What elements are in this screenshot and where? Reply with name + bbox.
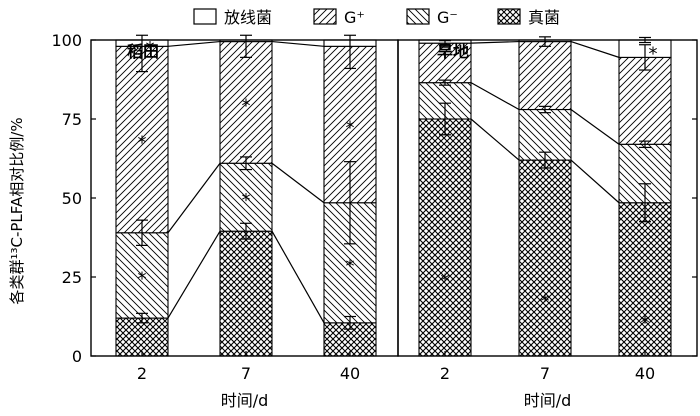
- bar-segment-g-pos-1-1: [518, 41, 572, 111]
- connector-fungi-0-0: [167, 230, 221, 319]
- bar-segment-fungi-1-0: [418, 118, 472, 357]
- legend-swatch-0: [193, 8, 217, 25]
- bar-segment-g-neg-0-1: [219, 162, 273, 232]
- x-tick-label-1-2: 40: [635, 364, 655, 383]
- connector-g-pos-0-0: [167, 40, 221, 47]
- y-tick-label-2: 50: [62, 189, 82, 208]
- panel-title-0: 稻田: [127, 42, 159, 61]
- y-axis-ticks: 0 25 50 75 100: [51, 31, 697, 366]
- x-tick-label-0-1: 7: [241, 364, 251, 383]
- y-axis-label: 各类群¹³C-PLFA相对比例/%: [8, 117, 26, 304]
- y-tick-label-0: 0: [72, 347, 82, 366]
- asterisk-g-pos-0-2: *: [346, 118, 355, 139]
- x-tick-label-1-1: 7: [540, 364, 550, 383]
- bar-segment-fungi-0-1: [219, 230, 273, 357]
- x-tick-label-0-0: 2: [137, 364, 147, 383]
- asterisk-actino-0-0: *: [146, 38, 155, 59]
- connector-g-pos-0-1: [271, 40, 325, 47]
- connector-fungi-1-1: [570, 159, 620, 204]
- x-tick-label-0-2: 40: [340, 364, 360, 383]
- connector-g-neg-1-0: [470, 82, 520, 111]
- panel-1: * * * * 旱地 2 7 40 时间/d: [397, 36, 698, 410]
- bar-segment-fungi-1-1: [518, 159, 572, 357]
- bar-segment-g-pos-0-1: [219, 41, 273, 164]
- y-tick-label-3: 75: [62, 110, 82, 129]
- bar-segment-g-pos-1-2: [618, 56, 672, 145]
- bar-segment-fungi-0-0: [115, 317, 169, 357]
- legend-swatch-2: [406, 8, 430, 25]
- asterisk-actino-1-2: *: [649, 44, 658, 65]
- asterisk-g-pos-0-0: *: [138, 133, 147, 154]
- connector-g-neg-0-1: [271, 162, 325, 204]
- panel-title-1: 旱地: [437, 42, 469, 61]
- y-tick-label-4: 100: [51, 31, 82, 50]
- legend-label-0: 放线菌: [224, 8, 272, 27]
- asterisk-fungi-1-2: *: [641, 312, 650, 333]
- asterisk-g-neg-0-2: *: [346, 256, 355, 277]
- asterisk-fungi-1-1: *: [541, 291, 550, 312]
- connector-g-neg-0-0: [167, 162, 221, 234]
- asterisk-g-neg-0-0: *: [138, 268, 147, 289]
- connector-g-neg-1-1: [570, 109, 620, 145]
- connector-g-pos-1-1: [570, 41, 620, 58]
- legend-swatch-3: [497, 8, 521, 25]
- bar-segment-g-neg-0-0: [115, 232, 169, 319]
- connector-fungi-1-0: [470, 118, 520, 161]
- connector-g-pos-1-0: [470, 40, 520, 44]
- x-tick-label-1-0: 2: [440, 364, 450, 383]
- asterisk-g-pos-0-1: *: [242, 95, 251, 116]
- x-axis-label-0: 时间/d: [221, 391, 269, 410]
- asterisk-g-neg-0-1: *: [242, 190, 251, 211]
- panel-frame-1: [397, 39, 698, 357]
- y-tick-label-1: 25: [62, 268, 82, 287]
- legend-label-1: G⁺: [344, 8, 365, 27]
- connector-fungi-0-1: [271, 230, 325, 324]
- x-axis-label-1: 时间/d: [524, 391, 572, 410]
- asterisk-fungi-1-0: *: [441, 271, 450, 292]
- bar-segment-g-pos-0-0: [115, 45, 169, 234]
- legend-label-2: G⁻: [437, 8, 458, 27]
- legend-label-3: 真菌: [528, 8, 560, 27]
- legend-swatch-1: [313, 8, 337, 25]
- legend: 放线菌 G⁺ G⁻ 真菌: [193, 8, 560, 27]
